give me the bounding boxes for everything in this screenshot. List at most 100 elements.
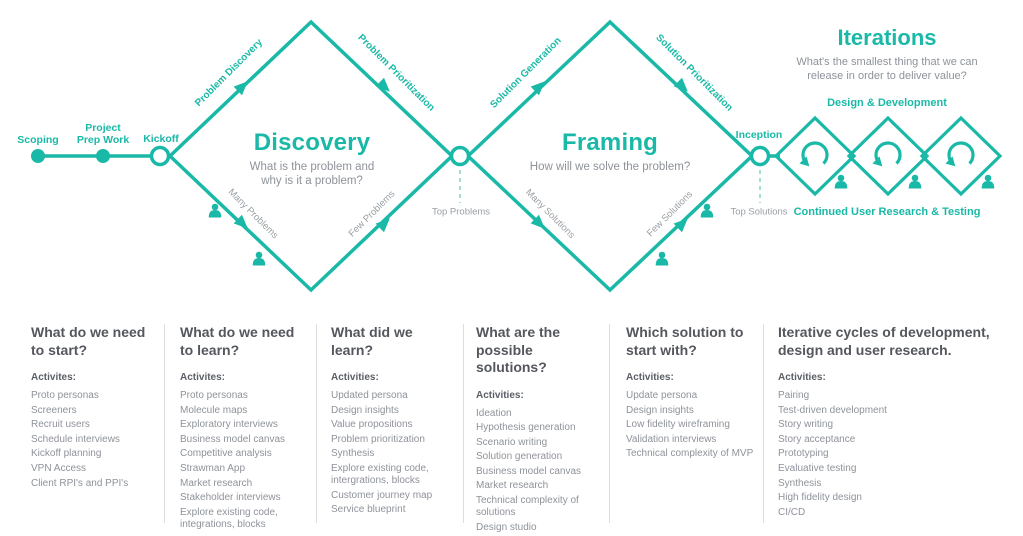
activity-item: Story acceptance xyxy=(778,433,856,445)
column-what-did-we-learn: What did we learn? Activities: Updated p… xyxy=(331,324,453,519)
column-what-to-start: What do we need to start? Activites: Pro… xyxy=(31,324,157,492)
activity-item: Synthesis xyxy=(778,477,822,489)
activity-item: Problem prioritization xyxy=(331,433,425,445)
loop-icon xyxy=(797,141,829,172)
activity-item: Low fidelity wireframing xyxy=(626,419,730,431)
column-divider xyxy=(164,324,165,523)
continued-research-label: Continued User Research & Testing xyxy=(793,206,981,218)
activity-item: Prototyping xyxy=(778,448,829,460)
iterations-subtitle: What's the smallest thing that we can re… xyxy=(796,56,978,82)
person-icon xyxy=(208,203,222,218)
activity-item: Screeners xyxy=(31,404,77,416)
activity-item: Competitive analysis xyxy=(180,448,272,460)
activity-item: Business model canvas xyxy=(180,433,286,445)
column-iterative-cycles: Iterative cycles of development, design … xyxy=(778,324,1013,521)
activities-label: Activities: xyxy=(778,372,826,383)
discovery-subtitle: What is the problem and why is it a prob… xyxy=(249,161,375,187)
person-icon xyxy=(655,251,669,266)
activity-item: Story writing xyxy=(778,419,834,431)
activity-item: Exploratory interviews xyxy=(180,419,278,431)
column-heading: What do we need to learn? xyxy=(180,324,295,358)
activity-item: Technical complexity of solutions xyxy=(476,495,579,519)
top-problems-node xyxy=(449,145,471,167)
activity-item: CI/CD xyxy=(778,506,806,518)
activity-item: Explore existing code, integrations, blo… xyxy=(180,506,278,530)
iteration-diamond-1 xyxy=(773,115,857,197)
column-divider xyxy=(463,324,464,523)
activity-item: High fidelity design xyxy=(778,492,862,504)
activity-item: Client RPI's and PPI's xyxy=(31,477,129,489)
activity-item: Market research xyxy=(180,477,253,489)
scoping-label: Scoping xyxy=(17,134,59,146)
design-development-label: Design & Development xyxy=(827,97,947,109)
activity-item: Business model canvas xyxy=(476,465,582,477)
column-what-to-learn: What do we need to learn? Activites: Pro… xyxy=(180,324,310,533)
activity-item: Proto personas xyxy=(180,390,248,401)
activity-item: Stakeholder interviews xyxy=(180,492,281,504)
diagram-shapes xyxy=(31,19,1003,293)
activity-item: Molecule maps xyxy=(180,404,248,416)
activity-item: VPN Access xyxy=(31,462,87,474)
person-icon xyxy=(700,203,714,218)
activities-label: Activites: xyxy=(180,372,226,383)
inception-label: Inception xyxy=(735,129,783,141)
person-icon xyxy=(981,174,995,189)
activity-item: Evaluative testing xyxy=(778,462,857,474)
discovery-title: Discovery xyxy=(253,129,371,156)
activity-item: Ideation xyxy=(476,407,512,419)
column-divider xyxy=(609,324,610,523)
kickoff-label: Kickoff xyxy=(143,133,179,145)
activity-item: Market research xyxy=(476,480,549,492)
kickoff-node xyxy=(149,145,171,167)
scoping-dot xyxy=(31,149,45,163)
prep-work-dot xyxy=(96,149,110,163)
activities-label: Activities: xyxy=(476,389,524,401)
person-icon xyxy=(252,251,266,266)
top-problems-label: Top Problems xyxy=(431,206,491,218)
activities-label: Activities: xyxy=(626,372,674,383)
activity-item: Design insights xyxy=(331,404,399,416)
column-divider xyxy=(316,324,317,523)
activity-item: Design studio xyxy=(476,521,537,533)
activity-item: Design insights xyxy=(626,404,694,416)
activity-item: Kickoff planning xyxy=(31,448,102,460)
activity-item: Recruit users xyxy=(31,419,90,431)
activity-item: Pairing xyxy=(778,390,810,401)
column-divider xyxy=(763,324,764,523)
column-heading: Iterative cycles of development, design … xyxy=(778,324,990,358)
activity-item: Schedule interviews xyxy=(31,433,120,445)
column-heading: Which solution to start with? xyxy=(626,324,744,358)
column-heading: What did we learn? xyxy=(331,324,413,358)
activities-label: Activites: xyxy=(31,372,77,383)
activity-item: Validation interviews xyxy=(626,433,717,445)
activity-item: Technical complexity of MVP xyxy=(626,448,754,460)
activity-item: Synthesis xyxy=(331,448,375,460)
loop-icon xyxy=(870,141,902,172)
person-icon xyxy=(834,174,848,189)
activity-item: Hypothesis generation xyxy=(476,422,576,434)
edge-arrow xyxy=(375,213,395,233)
iterations-title: Iterations xyxy=(837,25,937,50)
activity-item: Explore existing code, intergrations, bl… xyxy=(331,462,429,486)
framing-title: Framing xyxy=(561,129,659,156)
prep-work-label: Project Prep Work xyxy=(76,122,130,146)
loop-icon xyxy=(943,141,975,172)
activity-item: Customer journey map xyxy=(331,489,433,501)
activity-item: Strawman App xyxy=(180,462,246,474)
top-solutions-label: Top Solutions xyxy=(730,206,788,218)
activities-label: Activities: xyxy=(331,372,379,383)
column-possible-solutions: What are the possible solutions? Activit… xyxy=(476,324,600,536)
iteration-diamond-3 xyxy=(919,115,1003,197)
inception-node xyxy=(749,145,771,167)
activity-item: Service blueprint xyxy=(331,504,406,516)
framing-subtitle: How will we solve the problem? xyxy=(529,161,691,173)
activity-item: Value propositions xyxy=(331,419,413,431)
activity-item: Proto personas xyxy=(31,390,99,401)
